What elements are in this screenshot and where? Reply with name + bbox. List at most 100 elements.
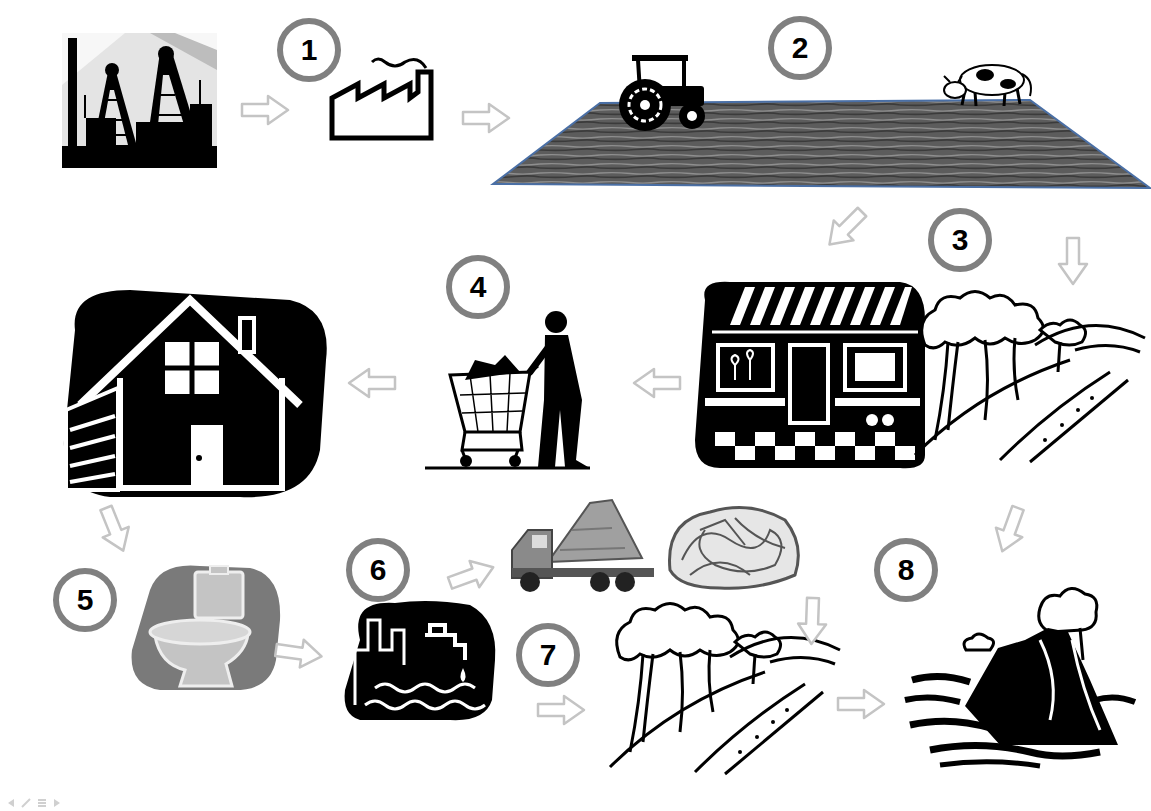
flow-arrow bbox=[93, 96, 1087, 724]
shop-icon bbox=[790, 345, 828, 423]
shopper-icon bbox=[509, 455, 521, 467]
mine-illustration bbox=[158, 46, 174, 62]
water-treatment-icon bbox=[461, 668, 466, 682]
shop-icon bbox=[770, 287, 795, 325]
mine-illustration bbox=[86, 118, 116, 150]
tractor-icon bbox=[632, 55, 688, 61]
lake-island-icon bbox=[930, 745, 1100, 756]
flow-arrow bbox=[445, 554, 498, 596]
lake-island-icon bbox=[964, 634, 994, 650]
shopper-icon bbox=[465, 355, 520, 380]
shop-icon bbox=[810, 287, 835, 325]
house-icon bbox=[64, 290, 327, 497]
toilet-icon bbox=[150, 620, 250, 644]
waste-pile-icon bbox=[690, 518, 785, 575]
lake-island-icon bbox=[1039, 588, 1097, 632]
house-icon bbox=[165, 342, 219, 394]
house-icon bbox=[191, 425, 223, 488]
mine-illustration bbox=[62, 33, 217, 168]
dump-truck-icon bbox=[512, 500, 654, 592]
nav-icons bbox=[8, 799, 60, 807]
shop-icon bbox=[695, 282, 925, 468]
shop-icon bbox=[835, 398, 920, 406]
shop-icon bbox=[866, 414, 878, 426]
nav-icons bbox=[38, 802, 46, 804]
water-treatment-icon bbox=[425, 625, 465, 660]
mine-illustration bbox=[105, 63, 119, 77]
shopper-icon bbox=[545, 311, 567, 333]
nav-icons bbox=[38, 805, 46, 807]
dump-truck-icon bbox=[532, 535, 547, 548]
mine-illustration bbox=[85, 80, 200, 118]
house-icon bbox=[165, 342, 219, 394]
dump-truck-icon bbox=[548, 500, 642, 562]
callout-number: 3 bbox=[952, 225, 969, 255]
shop-icon bbox=[730, 287, 755, 325]
tractor-icon bbox=[687, 111, 697, 121]
flow-arrow bbox=[274, 636, 323, 670]
water-treatment-icon bbox=[355, 620, 404, 705]
shop-icon bbox=[790, 287, 815, 325]
shop-icon bbox=[890, 287, 912, 325]
house-icon bbox=[240, 318, 254, 352]
cow-icon bbox=[944, 82, 966, 98]
shop-icon bbox=[830, 287, 855, 325]
tractor-icon bbox=[619, 55, 705, 131]
lake-island-icon bbox=[1040, 640, 1100, 730]
cow-icon bbox=[944, 76, 962, 82]
water-treatment-icon bbox=[345, 601, 496, 720]
water-treatment-icon bbox=[375, 684, 475, 692]
shop-icon bbox=[835, 432, 855, 446]
tractor-icon bbox=[679, 103, 705, 129]
shop-icon bbox=[695, 282, 925, 468]
shop-icon bbox=[705, 398, 785, 406]
callout-circle: 5 bbox=[53, 568, 117, 632]
callout-circle: 2 bbox=[768, 16, 832, 80]
shop-icon bbox=[815, 446, 835, 460]
mine-illustration bbox=[62, 146, 217, 168]
shop-icon bbox=[795, 432, 815, 446]
shop-icon bbox=[715, 432, 735, 446]
shop-icon bbox=[735, 446, 755, 460]
waste-pile-icon bbox=[670, 508, 799, 589]
shopper-icon bbox=[462, 432, 522, 458]
flow-arrow bbox=[242, 96, 288, 124]
callout-circle: 6 bbox=[346, 538, 410, 602]
tractor-icon bbox=[629, 89, 661, 121]
cow-icon bbox=[1000, 79, 1016, 89]
forest-landscape bbox=[915, 292, 1145, 463]
nav-icons bbox=[8, 799, 14, 807]
flow-arrow bbox=[838, 690, 884, 718]
flow-arrow bbox=[989, 503, 1031, 556]
shopper-icon bbox=[460, 455, 472, 467]
shop-icon bbox=[718, 345, 773, 390]
house-icon bbox=[70, 416, 115, 482]
shopper-icon bbox=[425, 311, 590, 468]
mine-illustration bbox=[62, 33, 217, 168]
house-icon bbox=[120, 378, 282, 488]
flow-arrow bbox=[820, 202, 872, 254]
forest-landscape bbox=[915, 292, 1145, 463]
flow-arrow bbox=[93, 503, 136, 556]
mine-illustration bbox=[175, 33, 217, 50]
nav-icons bbox=[38, 799, 46, 801]
factory-icon bbox=[332, 59, 431, 138]
callout-number: 8 bbox=[898, 555, 915, 585]
house-icon bbox=[66, 388, 118, 490]
callout-number: 5 bbox=[77, 585, 94, 615]
toilet-icon bbox=[210, 566, 228, 574]
tractor-icon bbox=[640, 100, 650, 110]
cow-icon bbox=[976, 69, 994, 81]
nav-icons bbox=[22, 799, 30, 807]
house-icon bbox=[196, 455, 202, 461]
lake-island-icon bbox=[1056, 628, 1083, 660]
shopper-icon bbox=[460, 373, 525, 432]
mine-illustration bbox=[68, 38, 77, 158]
nav-icons bbox=[54, 799, 60, 807]
shopper-icon bbox=[450, 372, 530, 432]
callout-circle: 8 bbox=[874, 538, 938, 602]
water-treatment-icon bbox=[345, 601, 496, 720]
house-icon bbox=[64, 290, 327, 497]
lake-island-icon bbox=[905, 588, 1135, 766]
